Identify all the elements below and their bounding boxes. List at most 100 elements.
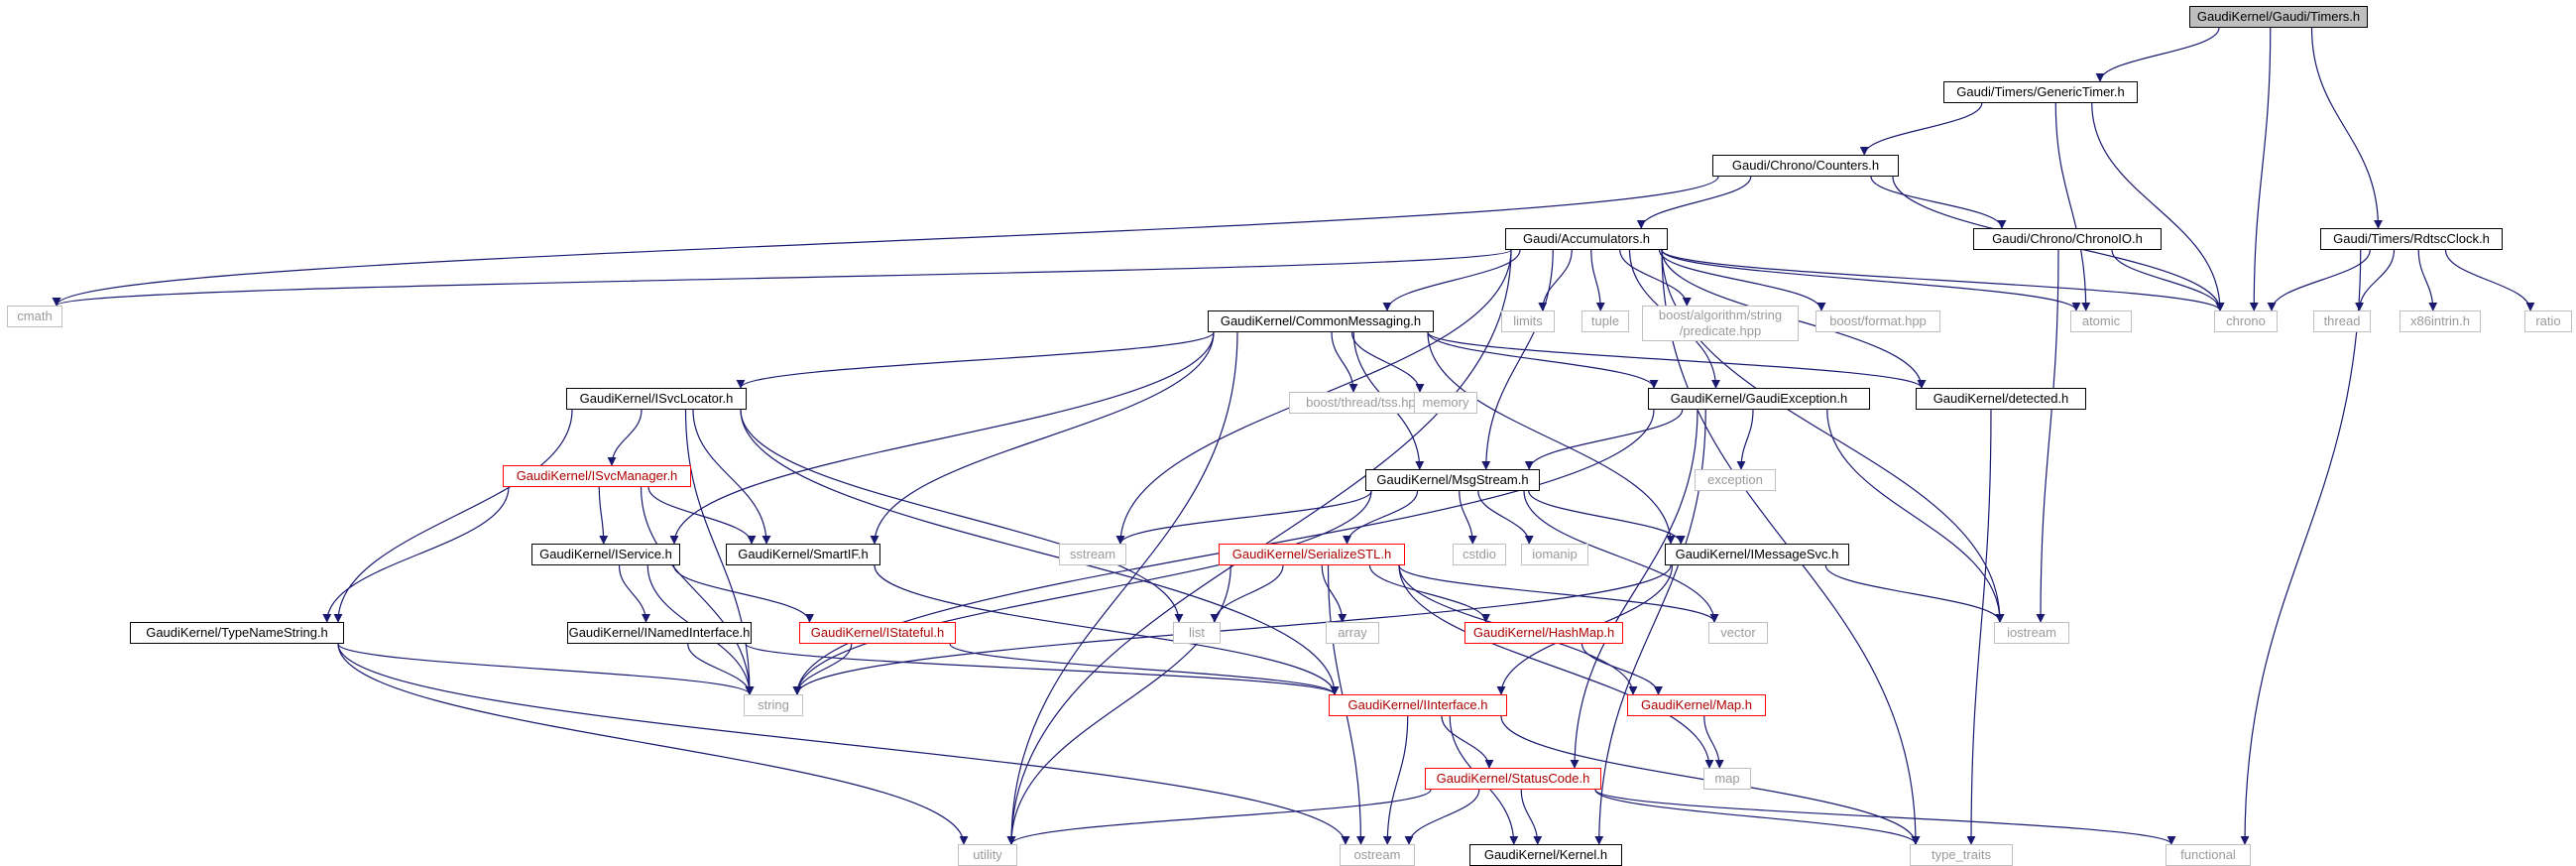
node-chrono: chrono bbox=[2214, 310, 2278, 332]
node-label: GaudiKernel/IService.h bbox=[539, 547, 672, 561]
edge-status-code-to-functional bbox=[1594, 789, 2176, 845]
edge-inamed-interface-to-string bbox=[687, 643, 755, 695]
node-utility: utility bbox=[958, 844, 1017, 866]
edge-gaudi-exception-to-msg-stream bbox=[1524, 409, 1684, 470]
edge-counters-to-accumulators bbox=[1636, 176, 1752, 229]
dependency-edges bbox=[52, 27, 2535, 845]
node-label: x86intrin.h bbox=[2410, 313, 2470, 328]
node-label: GaudiKernel/HashMap.h bbox=[1472, 625, 1615, 640]
node-label: Gaudi/Timers/RdtscClock.h bbox=[2333, 231, 2490, 246]
edge-common-messaging-to-iservice bbox=[669, 331, 1215, 545]
edge-msg-stream-to-vector bbox=[1523, 490, 1719, 623]
node-cstdio: cstdio bbox=[1453, 544, 1506, 565]
node-label: GaudiKernel/detected.h bbox=[1932, 391, 2069, 406]
edge-isvc-locator-to-list bbox=[740, 409, 1184, 623]
node-label: type_traits bbox=[1932, 847, 1991, 862]
node-label: boost/thread/tss.hpp bbox=[1306, 395, 1423, 410]
edge-common-messaging-to-gaudi-exception bbox=[1427, 331, 1659, 389]
node-accumulators[interactable]: Gaudi/Accumulators.h bbox=[1505, 228, 1668, 250]
edge-msg-stream-to-imessage-svc bbox=[1528, 490, 1686, 545]
node-label: cmath bbox=[17, 309, 53, 323]
edge-status-code-to-kernel bbox=[1520, 789, 1543, 845]
node-status-code[interactable]: GaudiKernel/StatusCode.h bbox=[1425, 768, 1601, 790]
node-iomanip: iomanip bbox=[1521, 544, 1588, 565]
node-type-name-string[interactable]: GaudiKernel/TypeNameString.h bbox=[130, 622, 344, 644]
edge-msg-stream-to-iomanip bbox=[1477, 490, 1534, 545]
edge-common-messaging-to-detected bbox=[1427, 331, 1927, 389]
node-imessage-svc[interactable]: GaudiKernel/IMessageSvc.h bbox=[1665, 544, 1849, 565]
node-label: GaudiKernel/IInterface.h bbox=[1347, 697, 1488, 712]
node-isvc-manager[interactable]: GaudiKernel/ISvcManager.h bbox=[503, 465, 691, 487]
edge-common-messaging-to-smart-if bbox=[870, 331, 1215, 545]
edge-chrono-io-to-chrono bbox=[2111, 249, 2225, 311]
edge-iinterface-to-status-code bbox=[1441, 715, 1494, 769]
node-iostream: iostream bbox=[1994, 622, 2069, 644]
edge-timers-to-rdtsc-clock bbox=[2310, 27, 2383, 229]
edge-type-name-string-to-ostream bbox=[337, 643, 1350, 845]
edge-rdtsc-clock-to-ratio bbox=[2444, 249, 2535, 311]
node-label: GaudiKernel/INamedInterface.h bbox=[568, 625, 751, 640]
node-isvc-locator[interactable]: GaudiKernel/ISvcLocator.h bbox=[566, 388, 747, 410]
node-label: GaudiKernel/CommonMessaging.h bbox=[1220, 313, 1422, 328]
node-serialize-stl[interactable]: GaudiKernel/SerializeSTL.h bbox=[1219, 544, 1405, 565]
edge-accumulators-to-tuple bbox=[1590, 249, 1605, 311]
edge-rdtsc-clock-to-chrono bbox=[2267, 249, 2371, 311]
edge-hash-map-to-map-h bbox=[1581, 643, 1663, 695]
edge-common-messaging-to-utility bbox=[1006, 331, 1238, 845]
node-label: ratio bbox=[2535, 313, 2561, 328]
node-map-h[interactable]: GaudiKernel/Map.h bbox=[1627, 694, 1766, 716]
edge-generic-timer-to-atomic bbox=[2054, 102, 2091, 311]
edge-isvc-locator-to-smart-if bbox=[692, 409, 771, 545]
node-atomic: atomic bbox=[2070, 310, 2132, 332]
node-label: atomic bbox=[2081, 313, 2121, 328]
edge-iinterface-to-ostream bbox=[1382, 715, 1409, 845]
edge-accumulators-to-chrono bbox=[1661, 249, 2225, 311]
edge-accumulators-to-msg-stream bbox=[1481, 249, 1554, 470]
node-iinterface[interactable]: GaudiKernel/IInterface.h bbox=[1329, 694, 1507, 716]
node-common-messaging[interactable]: GaudiKernel/CommonMessaging.h bbox=[1208, 310, 1434, 332]
node-label: utility bbox=[973, 847, 1002, 862]
edge-accumulators-to-boost-format bbox=[1658, 249, 1826, 311]
node-chrono-io[interactable]: Gaudi/Chrono/ChronoIO.h bbox=[1973, 228, 2162, 250]
node-label: array bbox=[1338, 625, 1367, 640]
edge-iservice-to-inamed-interface bbox=[618, 564, 650, 623]
node-timers[interactable]: GaudiKernel/Gaudi/Timers.h bbox=[2189, 6, 2368, 28]
node-label: vector bbox=[1720, 625, 1756, 640]
node-thread: thread bbox=[2313, 310, 2371, 332]
edge-detected-to-type-traits bbox=[1966, 409, 1992, 845]
node-label: GaudiKernel/ISvcManager.h bbox=[516, 468, 678, 483]
node-label: GaudiKernel/IMessageSvc.h bbox=[1675, 547, 1839, 561]
node-smart-if[interactable]: GaudiKernel/SmartIF.h bbox=[726, 544, 880, 565]
edge-serialize-stl-to-hash-map bbox=[1368, 564, 1490, 623]
node-sstream: sstream bbox=[1059, 544, 1126, 565]
node-boost-threadtss: boost/thread/tss.hpp bbox=[1289, 392, 1440, 414]
node-label: GaudiKernel/TypeNameString.h bbox=[146, 625, 328, 640]
edge-generic-timer-to-chrono bbox=[2091, 102, 2225, 311]
node-label: chrono bbox=[2226, 313, 2266, 328]
node-rdtsc-clock[interactable]: Gaudi/Timers/RdtscClock.h bbox=[2320, 228, 2503, 250]
edge-type-name-string-to-utility bbox=[337, 643, 969, 845]
edge-isvc-manager-to-string bbox=[640, 486, 755, 695]
node-gaudi-exception[interactable]: GaudiKernel/GaudiException.h bbox=[1648, 388, 1870, 410]
node-label: tuple bbox=[1590, 313, 1620, 328]
edge-serialize-stl-to-utility bbox=[1006, 564, 1231, 845]
edge-isvc-locator-to-isvc-manager bbox=[607, 409, 643, 466]
node-memory: memory bbox=[1414, 392, 1477, 414]
node-kernel[interactable]: GaudiKernel/Kernel.h bbox=[1469, 844, 1622, 866]
node-label: GaudiKernel/ISvcLocator.h bbox=[579, 391, 734, 406]
node-hash-map[interactable]: GaudiKernel/HashMap.h bbox=[1464, 622, 1623, 644]
node-label: map bbox=[1714, 771, 1740, 786]
node-istateful[interactable]: GaudiKernel/IStateful.h bbox=[799, 622, 956, 644]
edge-common-messaging-to-memory bbox=[1350, 331, 1425, 393]
node-exception: exception bbox=[1695, 469, 1776, 491]
node-iservice[interactable]: GaudiKernel/IService.h bbox=[531, 544, 680, 565]
node-counters[interactable]: Gaudi/Chrono/Counters.h bbox=[1712, 155, 1899, 177]
node-msg-stream[interactable]: GaudiKernel/MsgStream.h bbox=[1365, 469, 1540, 491]
edge-isvc-locator-to-type-name-string bbox=[333, 409, 573, 623]
node-label: GaudiKernel/Kernel.h bbox=[1483, 847, 1608, 862]
node-inamed-interface[interactable]: GaudiKernel/INamedInterface.h bbox=[567, 622, 752, 644]
node-detected[interactable]: GaudiKernel/detected.h bbox=[1916, 388, 2086, 410]
node-array: array bbox=[1326, 622, 1379, 644]
node-generic-timer[interactable]: Gaudi/Timers/GenericTimer.h bbox=[1943, 81, 2138, 103]
node-x86intrin: x86intrin.h bbox=[2400, 310, 2481, 332]
